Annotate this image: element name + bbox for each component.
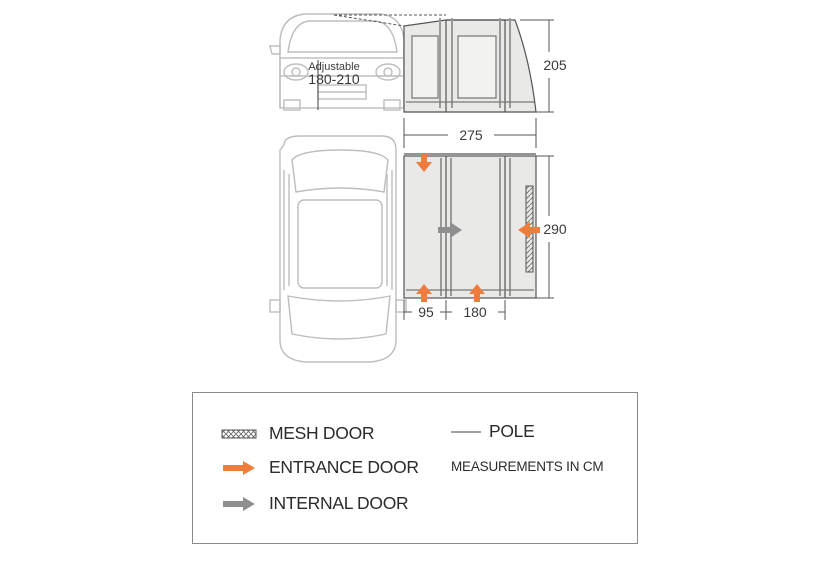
legend-row-pole: POLE — [451, 421, 535, 442]
front-section-dimension: 95 — [418, 304, 434, 320]
measurements-note: MEASUREMENTS IN CM — [451, 459, 604, 474]
legend-internal-door-label: INTERNAL DOOR — [269, 493, 409, 513]
width-dimension-line — [403, 118, 537, 148]
pole-line-icon — [451, 431, 481, 432]
internal-door-arrow — [438, 222, 462, 238]
orange-arrow-icon — [223, 460, 255, 475]
mesh-door-icon — [221, 429, 257, 438]
legend-row-mesh-door: MESH DOOR — [221, 423, 375, 444]
vehicle-top-view — [269, 135, 407, 363]
legend-row-measurements: MEASUREMENTS IN CM — [451, 459, 604, 474]
entrance-door-arrow-side — [518, 222, 540, 238]
legend-row-internal-door: INTERNAL DOOR — [221, 493, 409, 514]
adjustable-range: 180-210 — [308, 71, 360, 87]
depth-dimension-line — [536, 155, 554, 299]
grey-arrow-icon — [223, 496, 255, 511]
legend-pole-label: POLE — [489, 421, 535, 441]
width-dimension: 275 — [459, 127, 483, 143]
rear-section-dimension: 180 — [463, 304, 487, 320]
awning-front-view — [403, 18, 537, 113]
entrance-door-arrow-bottom-left — [416, 284, 432, 302]
section-dimension-lines — [403, 300, 506, 320]
awning-diagram: Adjustable 180-210 205 275 — [269, 13, 567, 363]
legend-entrance-door-label: ENTRANCE DOOR — [269, 457, 419, 477]
adjustable-label: Adjustable — [308, 61, 359, 73]
depth-dimension: 290 — [543, 221, 567, 237]
height-dimension: 205 — [543, 57, 567, 73]
awning-plan-view — [403, 153, 537, 299]
entrance-door-arrow-bottom-right — [469, 284, 485, 302]
legend-mesh-door-label: MESH DOOR — [269, 423, 375, 443]
entrance-door-arrow-top — [416, 154, 432, 172]
height-dimension-line — [520, 19, 554, 113]
vehicle-front-view — [269, 13, 415, 111]
legend-box: MESH DOOR ENTRANCE DOOR INTERNAL DOOR PO… — [192, 392, 638, 544]
legend-row-entrance-door: ENTRANCE DOOR — [221, 457, 419, 478]
